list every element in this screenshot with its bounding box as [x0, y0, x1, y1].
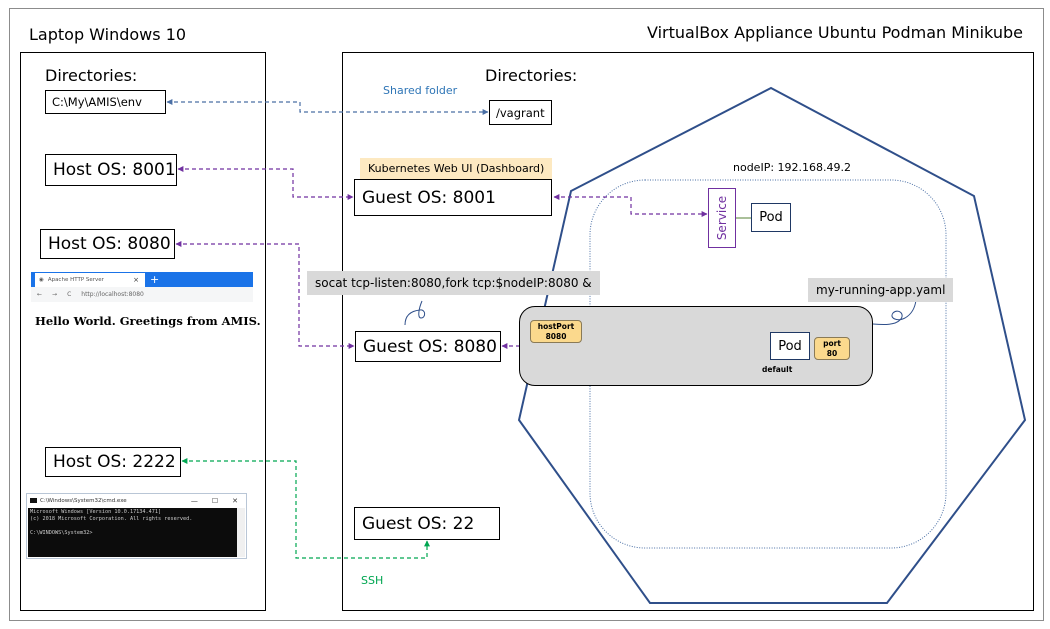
vm-directory-path: /vagrant	[489, 100, 552, 125]
container-port-badge-title: port	[823, 338, 841, 348]
minimize-icon[interactable]: —	[190, 496, 198, 505]
port-8001-connector	[177, 166, 354, 200]
dashboard-pod: Pod	[751, 203, 791, 232]
forward-icon[interactable]: →	[52, 291, 58, 298]
browser-tab[interactable]: ◉ Apache HTTP Server ×	[35, 273, 145, 287]
dashboard-label: Kubernetes Web UI (Dashboard)	[360, 158, 553, 180]
socat-callout-squiggle	[404, 300, 426, 326]
host-port-badge-title: hostPort	[537, 321, 575, 331]
ssh-label: SSH	[361, 574, 384, 587]
socat-command-label: socat tcp-listen:8080,fork tcp:$nodeIP:8…	[307, 271, 600, 295]
port-8080-connector	[175, 241, 355, 349]
guest-port-8080: Guest OS: 8080	[355, 331, 501, 362]
laptop-directories-label: Directories:	[45, 66, 138, 85]
guest-port-22: Guest OS: 22	[354, 507, 500, 540]
shared-folder-label: Shared folder	[383, 84, 458, 97]
yaml-callout-squiggle	[872, 299, 917, 325]
laptop-title: Laptop Windows 10	[29, 25, 187, 44]
service-label: Service	[715, 195, 729, 241]
back-icon[interactable]: ←	[37, 291, 43, 298]
cmd-scrollbar[interactable]	[237, 508, 245, 557]
maximize-icon[interactable]: ☐	[211, 496, 219, 505]
close-tab-icon[interactable]: ×	[133, 276, 139, 284]
reload-icon[interactable]: C	[67, 291, 72, 298]
browser-address-bar: ← → C http://localhost:8080	[31, 287, 253, 302]
container-port-badge-value: 80	[826, 348, 838, 358]
close-icon[interactable]: ✕	[232, 496, 238, 505]
namespace-label: default	[762, 365, 793, 374]
diagram-frame	[9, 8, 1044, 621]
host-port-badge-value: 8080	[545, 331, 567, 341]
vm-title: VirtualBox Appliance Ubuntu Podman Minik…	[647, 23, 1023, 42]
cmd-titlebar: C:\Windows\System32\cmd.exe — ☐ ✕	[27, 494, 246, 507]
host-port-badge: hostPort 8080	[530, 320, 582, 343]
host-port-8080: Host OS: 8080	[40, 229, 175, 259]
yaml-file-label: my-running-app.yaml	[808, 278, 954, 302]
browser-screenshot: ◉ Apache HTTP Server × + ← → C http://lo…	[31, 272, 261, 332]
node-ip-label: nodeIP: 192.168.49.2	[733, 161, 852, 174]
laptop-directory-path: C:\My\AMIS\env	[45, 90, 166, 114]
host-port-8001: Host OS: 8001	[45, 154, 177, 186]
guest-port-8001: Guest OS: 8001	[354, 179, 552, 216]
new-tab-icon[interactable]: +	[150, 273, 160, 286]
browser-tab-bar: ◉ Apache HTTP Server × +	[31, 272, 253, 287]
browser-page-text: Hello World. Greetings from AMIS.	[35, 314, 261, 328]
host-port-2222: Host OS: 2222	[45, 447, 181, 477]
globe-icon: ◉	[39, 277, 44, 283]
ssh-connector	[181, 458, 430, 559]
vm-directories-label: Directories:	[485, 66, 578, 85]
cmd-console-output: Microsoft Windows [Version 10.0.17134.47…	[28, 508, 237, 557]
app-pod: Pod	[770, 332, 810, 360]
service-box: Service	[708, 188, 736, 248]
dashboard-service-connector	[553, 194, 708, 217]
cmd-window-title: C:\Windows\System32\cmd.exe	[40, 497, 127, 504]
shared-folder-connector	[166, 99, 489, 115]
url-field[interactable]: http://localhost:8080	[81, 291, 144, 298]
browser-tab-title: Apache HTTP Server	[47, 277, 104, 283]
container-port-badge: port 80	[814, 337, 850, 360]
kubernetes-heptagon-icon	[517, 86, 1027, 604]
cmd-icon	[30, 498, 37, 503]
cmd-window-screenshot: C:\Windows\System32\cmd.exe — ☐ ✕ Micros…	[26, 493, 247, 559]
